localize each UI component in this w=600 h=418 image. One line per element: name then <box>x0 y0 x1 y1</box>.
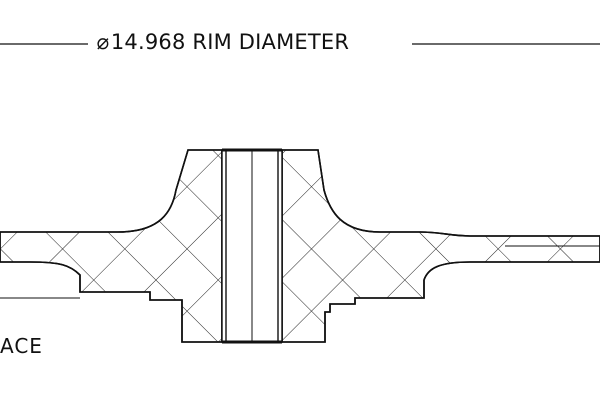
reference-lines <box>0 245 600 299</box>
rim-diameter-dimension: ⌀14.968 RIM DIAMETER <box>96 30 349 54</box>
center-bore <box>221 148 283 344</box>
wheel-section <box>0 149 600 343</box>
diameter-symbol-icon: ⌀ <box>96 30 109 54</box>
rim-diameter-label: 14.968 RIM DIAMETER <box>110 30 350 54</box>
surface-label: ACE <box>0 334 43 358</box>
